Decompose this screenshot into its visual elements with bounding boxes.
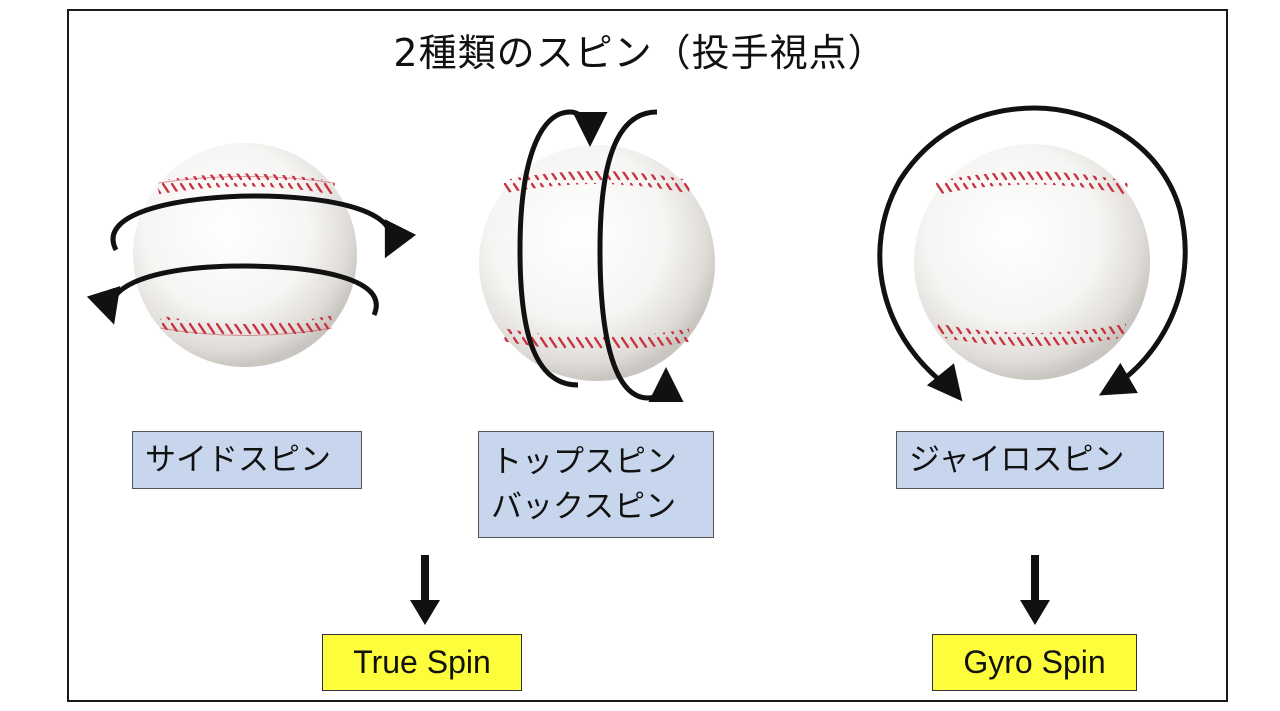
- gyro-spin-result: Gyro Spin: [932, 634, 1137, 691]
- diagram-frame: [67, 9, 1228, 702]
- baseball-gyro-spin: [914, 144, 1150, 380]
- top-back-spin-rotation-arrows: [517, 109, 684, 403]
- diagram-title: 2種類のスピン（投手視点）: [393, 31, 887, 75]
- baseball-top-back-spin: [479, 145, 715, 381]
- true-spin-result: True Spin: [322, 634, 522, 691]
- down-arrow-true-spin: [410, 555, 440, 625]
- top-spin-label-text: トップスピン: [491, 443, 677, 480]
- side-spin-label-text: サイドスピン: [145, 441, 331, 478]
- true-spin-result-text: True Spin: [353, 644, 491, 680]
- side-spin-label: サイドスピン: [132, 431, 362, 489]
- down-arrow-gyro-spin: [1020, 555, 1050, 625]
- gyro-spin-label-text: ジャイロスピン: [909, 441, 1125, 478]
- side-spin-rotation-arrows: [86, 193, 417, 325]
- gyro-spin-rotation-arrow: [877, 105, 1188, 402]
- baseball-side-spin: [133, 143, 357, 367]
- gyro-spin-label: ジャイロスピン: [896, 431, 1164, 489]
- back-spin-label-text: バックスピン: [491, 488, 677, 525]
- gyro-spin-result-text: Gyro Spin: [963, 644, 1106, 680]
- top-back-spin-label: トップスピン バックスピン: [478, 431, 714, 538]
